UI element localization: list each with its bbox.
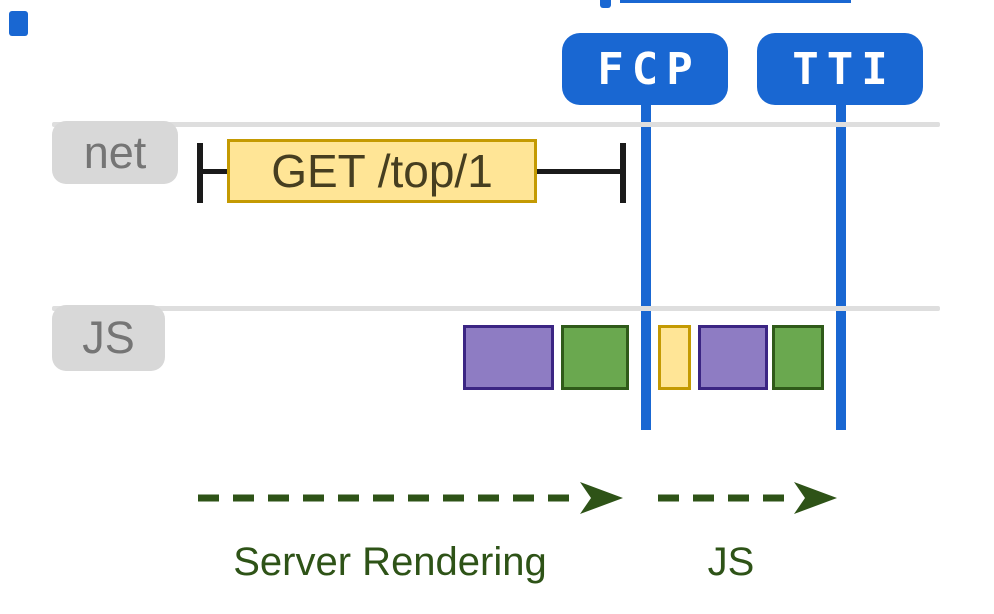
network-request-bar: GET /top/1 bbox=[227, 139, 537, 203]
js-block-purple-1 bbox=[463, 325, 554, 390]
js-track-label: JS bbox=[52, 305, 165, 371]
js-block-purple-2 bbox=[698, 325, 768, 390]
net-track-label-text: net bbox=[83, 126, 147, 178]
top-edge-blue-strip bbox=[620, 0, 851, 3]
top-left-blue-fragment bbox=[9, 11, 28, 36]
request-left-connector bbox=[203, 169, 228, 174]
fcp-marker-line bbox=[641, 104, 651, 430]
tti-badge: TTI bbox=[757, 33, 923, 105]
js-block-green-1 bbox=[561, 325, 629, 390]
tti-badge-label: TTI bbox=[792, 43, 896, 95]
js-arrow-head bbox=[794, 482, 837, 514]
js-phase-label: JS bbox=[631, 537, 831, 587]
request-end-tick bbox=[620, 143, 626, 203]
phase-arrows bbox=[198, 482, 837, 514]
js-track-line bbox=[52, 306, 940, 311]
js-block-yellow-1 bbox=[658, 325, 691, 390]
fcp-badge: FCP bbox=[562, 33, 728, 105]
net-track-line bbox=[52, 122, 940, 127]
server-rendering-arrow-head bbox=[580, 482, 623, 514]
server-rendering-phase-label: Server Rendering bbox=[190, 537, 590, 587]
request-right-connector bbox=[537, 169, 621, 174]
request-start-tick bbox=[197, 143, 203, 203]
js-track-label-text: JS bbox=[82, 312, 135, 363]
fcp-badge-label: FCP bbox=[597, 43, 701, 95]
tti-marker-line bbox=[836, 104, 846, 430]
server-rendering-phase-text: Server Rendering bbox=[233, 539, 547, 584]
js-phase-text: JS bbox=[707, 539, 755, 584]
js-block-green-2 bbox=[772, 325, 824, 390]
top-edge-blue-nub bbox=[600, 0, 611, 8]
net-track-label: net bbox=[52, 121, 178, 184]
network-request-label: GET /top/1 bbox=[271, 145, 493, 197]
